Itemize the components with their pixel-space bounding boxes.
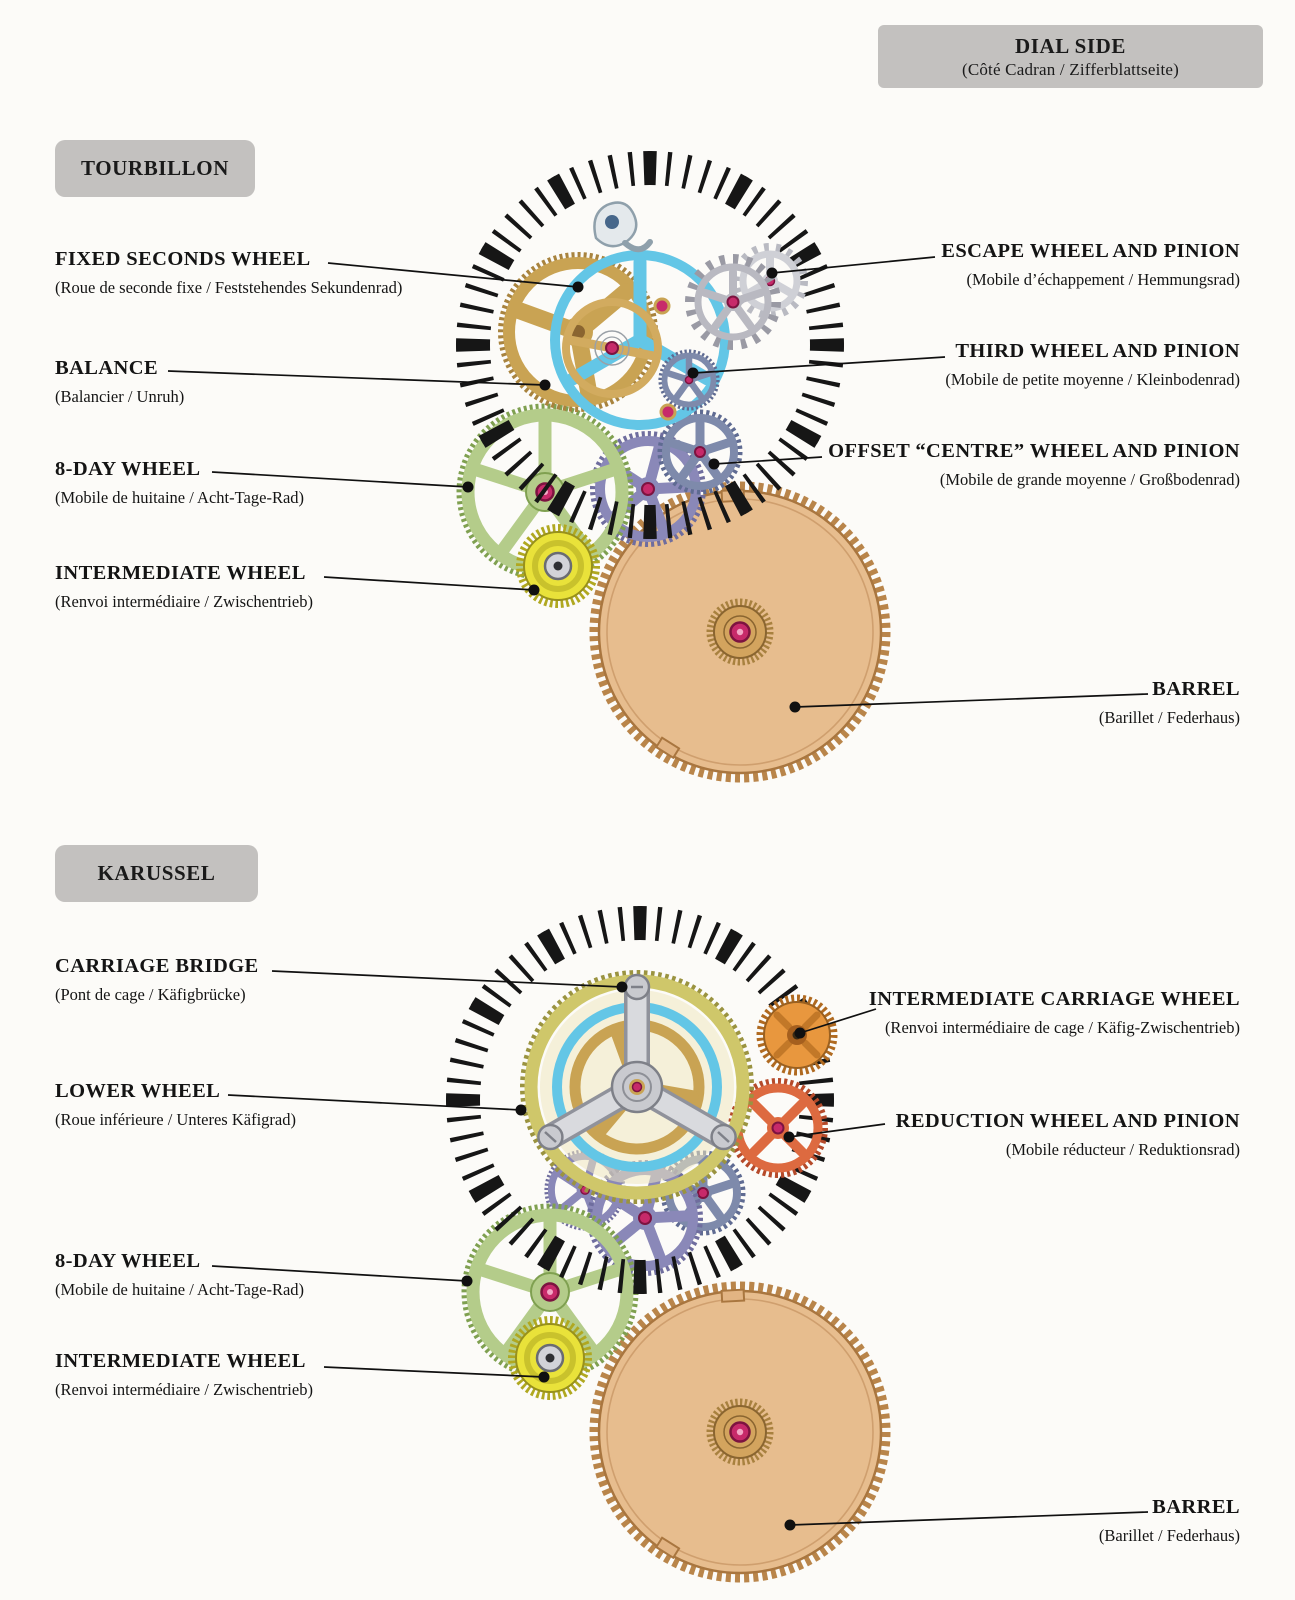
part-subtitle: (Mobile d’échappement / Hemmungsrad) — [966, 270, 1240, 289]
label-reduction-wheel: REDUCTION WHEEL AND PINION (Mobile réduc… — [896, 1110, 1240, 1160]
part-subtitle: (Roue inférieure / Unteres Käfigrad) — [55, 1110, 296, 1129]
karussel-badge: KARUSSEL — [55, 845, 258, 902]
part-subtitle: (Pont de cage / Käfigbrücke) — [55, 985, 246, 1004]
balance-stud — [593, 201, 653, 253]
part-title: FIXED SECONDS WHEEL — [55, 248, 311, 270]
part-subtitle: (Mobile de petite moyenne / Kleinbodenra… — [945, 370, 1240, 389]
label-barrel-top: BARREL (Barillet / Federhaus) — [1099, 678, 1240, 728]
barrel-gear — [594, 1286, 886, 1578]
escape-wheel-gear — [685, 254, 781, 350]
label-eight-day-wheel-bottom: 8-DAY WHEEL (Mobile de huitaine / Acht-T… — [55, 1250, 304, 1300]
part-subtitle: (Renvoi intermédiaire de cage / Käfig-Zw… — [884, 1018, 1240, 1037]
leader-intermediate-wheel-bottom — [323, 1366, 545, 1378]
label-balance: BALANCE (Balancier / Unruh) — [55, 357, 184, 407]
balance-wheel-gear — [562, 298, 662, 398]
label-carriage-bridge: CARRIAGE BRIDGE (Pont de cage / Käfigbrü… — [55, 955, 259, 1005]
leader-carriage-bridge — [271, 970, 623, 988]
part-title: 8-DAY WHEEL — [55, 1250, 201, 1272]
label-eight-day-wheel-top: 8-DAY WHEEL (Mobile de huitaine / Acht-T… — [55, 458, 304, 508]
part-subtitle: (Roue de seconde fixe / Feststehendes Se… — [55, 278, 403, 297]
part-title: BALANCE — [55, 357, 159, 379]
part-title: CARRIAGE BRIDGE — [55, 955, 259, 977]
part-title: ESCAPE WHEEL AND PINION — [941, 240, 1240, 262]
part-subtitle: (Mobile de huitaine / Acht-Tage-Rad) — [55, 1280, 305, 1299]
leader-third-wheel — [692, 356, 946, 374]
part-subtitle: (Renvoi intermédiaire / Zwischentrieb) — [55, 592, 313, 611]
part-subtitle: (Mobile réducteur / Reduktionsrad) — [1005, 1140, 1240, 1159]
part-subtitle: (Balancier / Unruh) — [55, 387, 185, 406]
leader-eight-day-wheel-bottom — [211, 1265, 468, 1282]
leader-intermediate-carriage-wheel — [799, 1008, 877, 1034]
karussel-diagram — [463, 923, 886, 1578]
tourbillon-diagram — [461, 168, 886, 778]
dial-side-subtitle: (Côté Cadran / Zifferblattseite) — [961, 59, 1180, 79]
part-subtitle: (Barillet / Federhaus) — [1098, 1526, 1240, 1545]
label-intermediate-wheel-bottom: INTERMEDIATE WHEEL (Renvoi intermédiaire… — [55, 1350, 313, 1400]
label-escape-wheel: ESCAPE WHEEL AND PINION (Mobile d’échapp… — [941, 240, 1240, 290]
dial-side-title: DIAL SIDE — [1014, 33, 1127, 58]
part-title: INTERMEDIATE WHEEL — [55, 562, 306, 584]
leader-balance — [167, 370, 546, 386]
tourbillon-assembly — [498, 201, 808, 430]
part-title: 8-DAY WHEEL — [55, 458, 201, 480]
part-title: THIRD WHEEL AND PINION — [955, 340, 1240, 362]
leader-offset-centre-wheel — [713, 456, 823, 465]
leader-escape-wheel — [771, 256, 936, 274]
jewel — [659, 403, 677, 421]
part-subtitle: (Mobile de huitaine / Acht-Tage-Rad) — [55, 488, 305, 507]
label-intermediate-wheel-top: INTERMEDIATE WHEEL (Renvoi intermédiaire… — [55, 562, 313, 612]
jewel — [653, 297, 671, 315]
part-title: REDUCTION WHEEL AND PINION — [895, 1110, 1240, 1132]
label-fixed-seconds-wheel: FIXED SECONDS WHEEL (Roue de seconde fix… — [55, 248, 402, 298]
leader-intermediate-wheel-top — [323, 576, 535, 591]
barrel-gear — [594, 486, 886, 778]
leader-fixed-seconds-wheel — [327, 262, 579, 288]
dial-side-badge: DIAL SIDE (Côté Cadran / Zifferblattseit… — [878, 25, 1263, 88]
part-title: LOWER WHEEL — [55, 1080, 221, 1102]
pointer-dots — [461, 267, 806, 1531]
leader-reduction-wheel — [788, 1123, 886, 1138]
karussel-badge-label: KARUSSEL — [97, 861, 216, 885]
label-lower-wheel: LOWER WHEEL (Roue inférieure / Unteres K… — [55, 1080, 296, 1130]
leader-barrel-bottom — [789, 1511, 1149, 1526]
label-barrel-bottom: BARREL (Barillet / Federhaus) — [1099, 1496, 1240, 1546]
label-intermediate-carriage-wheel: INTERMEDIATE CARRIAGE WHEEL (Renvoi inte… — [869, 988, 1240, 1038]
leader-lines — [167, 256, 1149, 1531]
part-title: INTERMEDIATE WHEEL — [55, 1350, 306, 1372]
leader-lower-wheel — [227, 1094, 522, 1111]
part-title: BARREL — [1152, 678, 1240, 700]
part-subtitle: (Renvoi intermédiaire / Zwischentrieb) — [55, 1380, 313, 1399]
leader-barrel-top — [794, 693, 1149, 708]
tourbillon-badge-label: TOURBILLON — [81, 156, 229, 180]
part-title: INTERMEDIATE CARRIAGE WHEEL — [868, 988, 1240, 1010]
part-subtitle: (Mobile de grande moyenne / Großbodenrad… — [939, 470, 1240, 489]
tourbillon-badge: TOURBILLON — [55, 140, 255, 197]
part-title: BARREL — [1152, 1496, 1240, 1518]
part-subtitle: (Barillet / Federhaus) — [1098, 708, 1240, 727]
part-title: OFFSET “CENTRE” WHEEL AND PINION — [828, 440, 1240, 462]
leader-eight-day-wheel-top — [211, 471, 469, 488]
label-offset-centre-wheel: OFFSET “CENTRE” WHEEL AND PINION (Mobile… — [828, 440, 1240, 490]
label-third-wheel: THIRD WHEEL AND PINION (Mobile de petite… — [945, 340, 1240, 390]
karussel-carriage — [520, 970, 754, 1204]
